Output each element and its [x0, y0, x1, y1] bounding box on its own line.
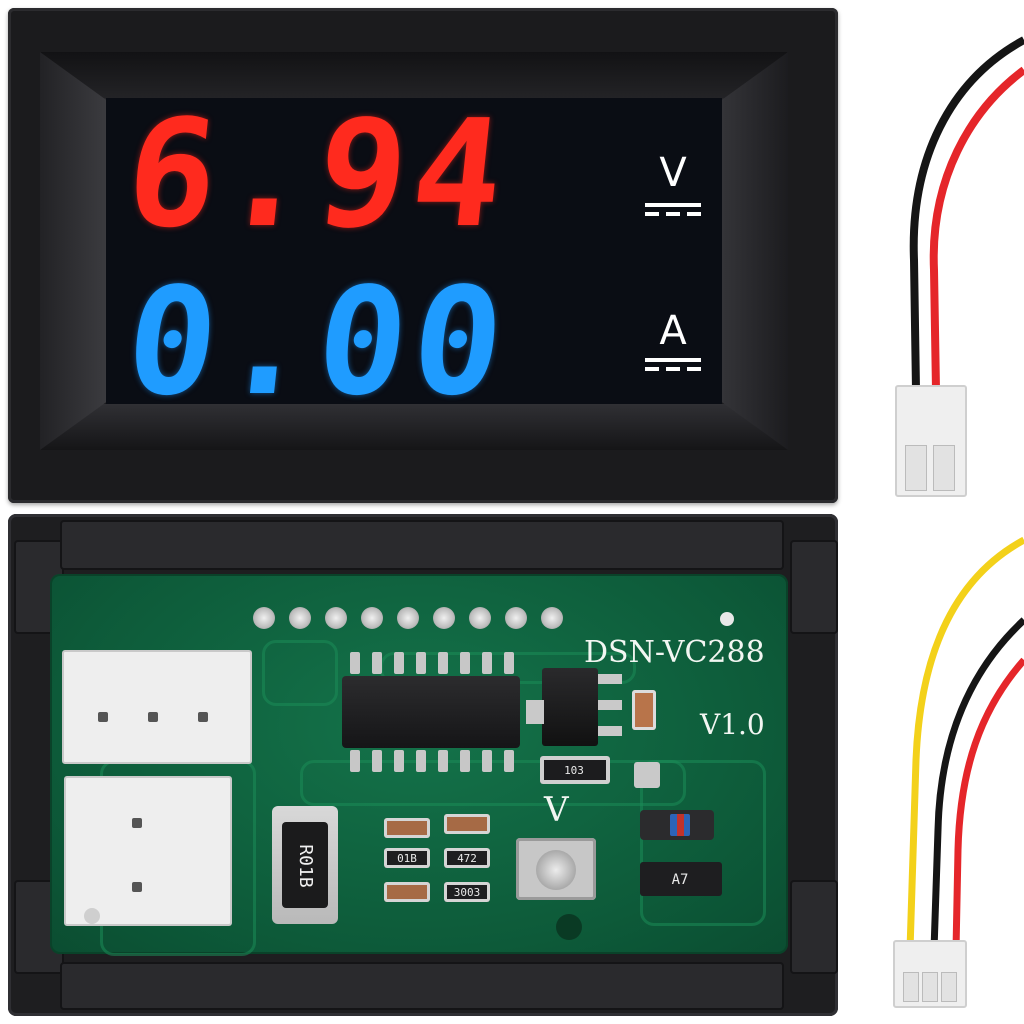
- led-display-window: [106, 98, 722, 404]
- test-pad: [634, 762, 660, 788]
- ic-pin: [416, 750, 426, 772]
- ic-pin: [394, 652, 404, 674]
- red-wire: [929, 66, 1024, 391]
- header-pad: [253, 607, 275, 629]
- dc-symbol-icon: [645, 203, 701, 217]
- two-pin-plug: [895, 385, 967, 497]
- case-rim-bottom: [60, 962, 784, 1010]
- header-pad: [505, 607, 527, 629]
- diode-band: [670, 814, 690, 836]
- case-rim-top: [60, 520, 784, 570]
- smd-resistor: [444, 882, 490, 902]
- two-pin-connector: [64, 776, 232, 926]
- smd-diode: [640, 862, 722, 896]
- ic-pin: [482, 652, 492, 674]
- smd-resistor: [384, 848, 430, 868]
- voltage-unit-label: V: [659, 150, 687, 196]
- smd-resistor: [444, 848, 490, 868]
- bezel-left: [40, 52, 106, 450]
- ic-pin: [460, 652, 470, 674]
- ic-pin: [482, 750, 492, 772]
- ic-pin: [350, 750, 360, 772]
- shunt-code: R01B: [295, 844, 316, 888]
- header-pad: [361, 607, 383, 629]
- trimpot-label: V: [544, 790, 569, 830]
- ic-pin: [372, 652, 382, 674]
- fiducial-mark: [84, 908, 100, 924]
- yellow-wire: [906, 536, 1024, 951]
- current-unit-label: A: [659, 308, 687, 354]
- regulator-pin: [598, 700, 622, 710]
- pcb-trace: [262, 640, 338, 706]
- dc-symbol-icon: [645, 358, 701, 372]
- ic-pin: [416, 652, 426, 674]
- voltage-regulator: [542, 668, 598, 746]
- header-pad: [541, 607, 563, 629]
- ic-chip: [342, 676, 520, 748]
- smd-code: 3003: [453, 886, 481, 899]
- mounting-hole: [556, 914, 582, 940]
- black-wire: [930, 617, 1024, 951]
- bezel-top: [40, 52, 788, 98]
- ic-pin: [504, 750, 514, 772]
- ic-pin: [350, 652, 360, 674]
- smd-capacitor: [444, 814, 490, 834]
- case-clip-right-bottom: [790, 880, 838, 974]
- bezel-bottom: [40, 404, 788, 450]
- ic-pin: [438, 652, 448, 674]
- ic-pin: [438, 750, 448, 772]
- smd-code: 01B: [397, 852, 417, 865]
- board-version-label: V1.0: [700, 708, 765, 741]
- header-pad: [289, 607, 311, 629]
- three-pin-connector: [62, 650, 252, 764]
- ic-pin: [504, 652, 514, 674]
- three-wire-cable: [906, 536, 1024, 951]
- smd-code: A7: [671, 872, 689, 888]
- ic-pin: [460, 750, 470, 772]
- red-wire: [952, 657, 1024, 951]
- header-pad: [397, 607, 419, 629]
- pcb-trace: [640, 760, 766, 926]
- pcb-trace: [300, 760, 686, 806]
- header-pad: [325, 607, 347, 629]
- fiducial-mark: [720, 612, 734, 626]
- smd-capacitor: [632, 690, 656, 730]
- smd-capacitor: [384, 882, 430, 902]
- smd-capacitor: [384, 818, 430, 838]
- black-wire: [909, 36, 1024, 391]
- trimpot-screw: [536, 850, 576, 890]
- voltage-reading: 6.94: [118, 88, 518, 260]
- board-model-label: DSN-VC288: [584, 635, 765, 670]
- regulator-tab: [526, 700, 544, 724]
- ic-pin: [372, 750, 382, 772]
- case-clip-right-top: [790, 540, 838, 634]
- current-reading: 0.00: [118, 256, 518, 428]
- two-wire-cable: [909, 36, 1024, 391]
- regulator-pin: [598, 674, 622, 684]
- smd-code: 472: [457, 852, 477, 865]
- shunt-resistor-body: [282, 822, 328, 908]
- regulator-pin: [598, 726, 622, 736]
- smd-resistor: [540, 756, 610, 784]
- ic-pin: [394, 750, 404, 772]
- three-pin-plug: [893, 940, 967, 1008]
- header-pad: [433, 607, 455, 629]
- header-pad: [469, 607, 491, 629]
- bezel-right: [722, 52, 788, 450]
- smd-code: 103: [564, 764, 584, 777]
